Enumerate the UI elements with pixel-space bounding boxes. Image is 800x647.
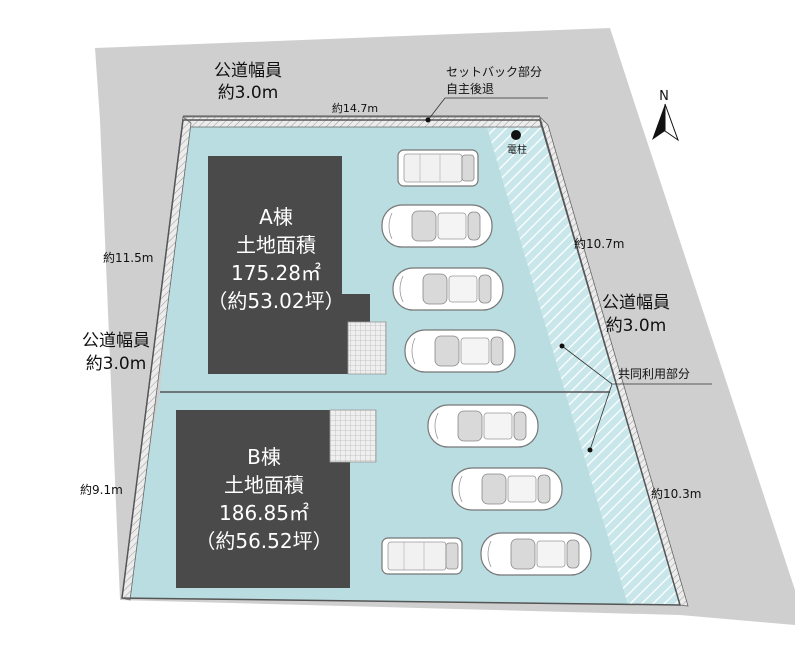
parked-car-b1: [427, 404, 539, 448]
parked-car-a4: [404, 329, 516, 373]
road-east-width: 約3.0m: [606, 316, 667, 336]
building-a-tsubo: （約53.02坪）: [207, 289, 344, 313]
setback-leader: [427, 97, 446, 121]
utility-pole-icon: [511, 130, 521, 140]
shared-dot-2: [587, 447, 593, 453]
setback-line2: 自主後退: [446, 82, 494, 96]
parked-car-a2: [381, 204, 493, 248]
building-a-entrance: [347, 321, 387, 375]
lot-boundary: [121, 119, 682, 606]
building-b-entrance: [329, 409, 377, 463]
building-a-name: A棟: [259, 205, 293, 229]
north-arrow-icon: [652, 103, 680, 142]
building-a-area: 175.28㎡: [231, 261, 321, 285]
parked-car-b4: [480, 532, 592, 576]
road-west-width: 約3.0m: [86, 354, 147, 374]
parked-car-a3: [392, 267, 504, 311]
parked-car-b2: [451, 467, 563, 511]
setback-north: [181, 116, 542, 128]
dim-west-b: 約9.1m: [80, 482, 123, 497]
shared-leader-1: [561, 345, 613, 385]
building-b-tsubo: （約56.52坪）: [195, 529, 332, 553]
road-north-width: 約3.0m: [218, 83, 279, 103]
road-east-label: 公道幅員: [602, 293, 670, 313]
dim-east-a: 約10.7m: [574, 236, 624, 251]
parked-van-b3: [381, 537, 463, 575]
building-a-area-label: 土地面積: [236, 233, 316, 257]
building-b: [176, 410, 352, 588]
utility-pole-label: 電柱: [507, 143, 527, 156]
road-west-label: 公道幅員: [82, 331, 150, 351]
road-north-label: 公道幅員: [214, 61, 282, 81]
setback-dot: [425, 117, 431, 123]
compass-label: N: [659, 89, 669, 104]
building-b-area-label: 土地面積: [224, 473, 304, 497]
dim-west-a: 約11.5m: [103, 250, 153, 265]
dim-east-b: 約10.3m: [651, 486, 701, 501]
building-b-area: 186.85㎡: [219, 501, 309, 525]
shared-dot-1: [559, 343, 565, 349]
parked-van-a1: [397, 149, 479, 187]
shared-strip: [486, 124, 680, 605]
setback-line1: セットバック部分: [446, 64, 542, 79]
shared-label: 共同利用部分: [618, 366, 690, 381]
building-b-name: B棟: [247, 445, 281, 469]
dim-north: 約14.7m: [332, 101, 378, 115]
shared-leader-2: [589, 383, 613, 451]
building-a: [208, 156, 370, 374]
